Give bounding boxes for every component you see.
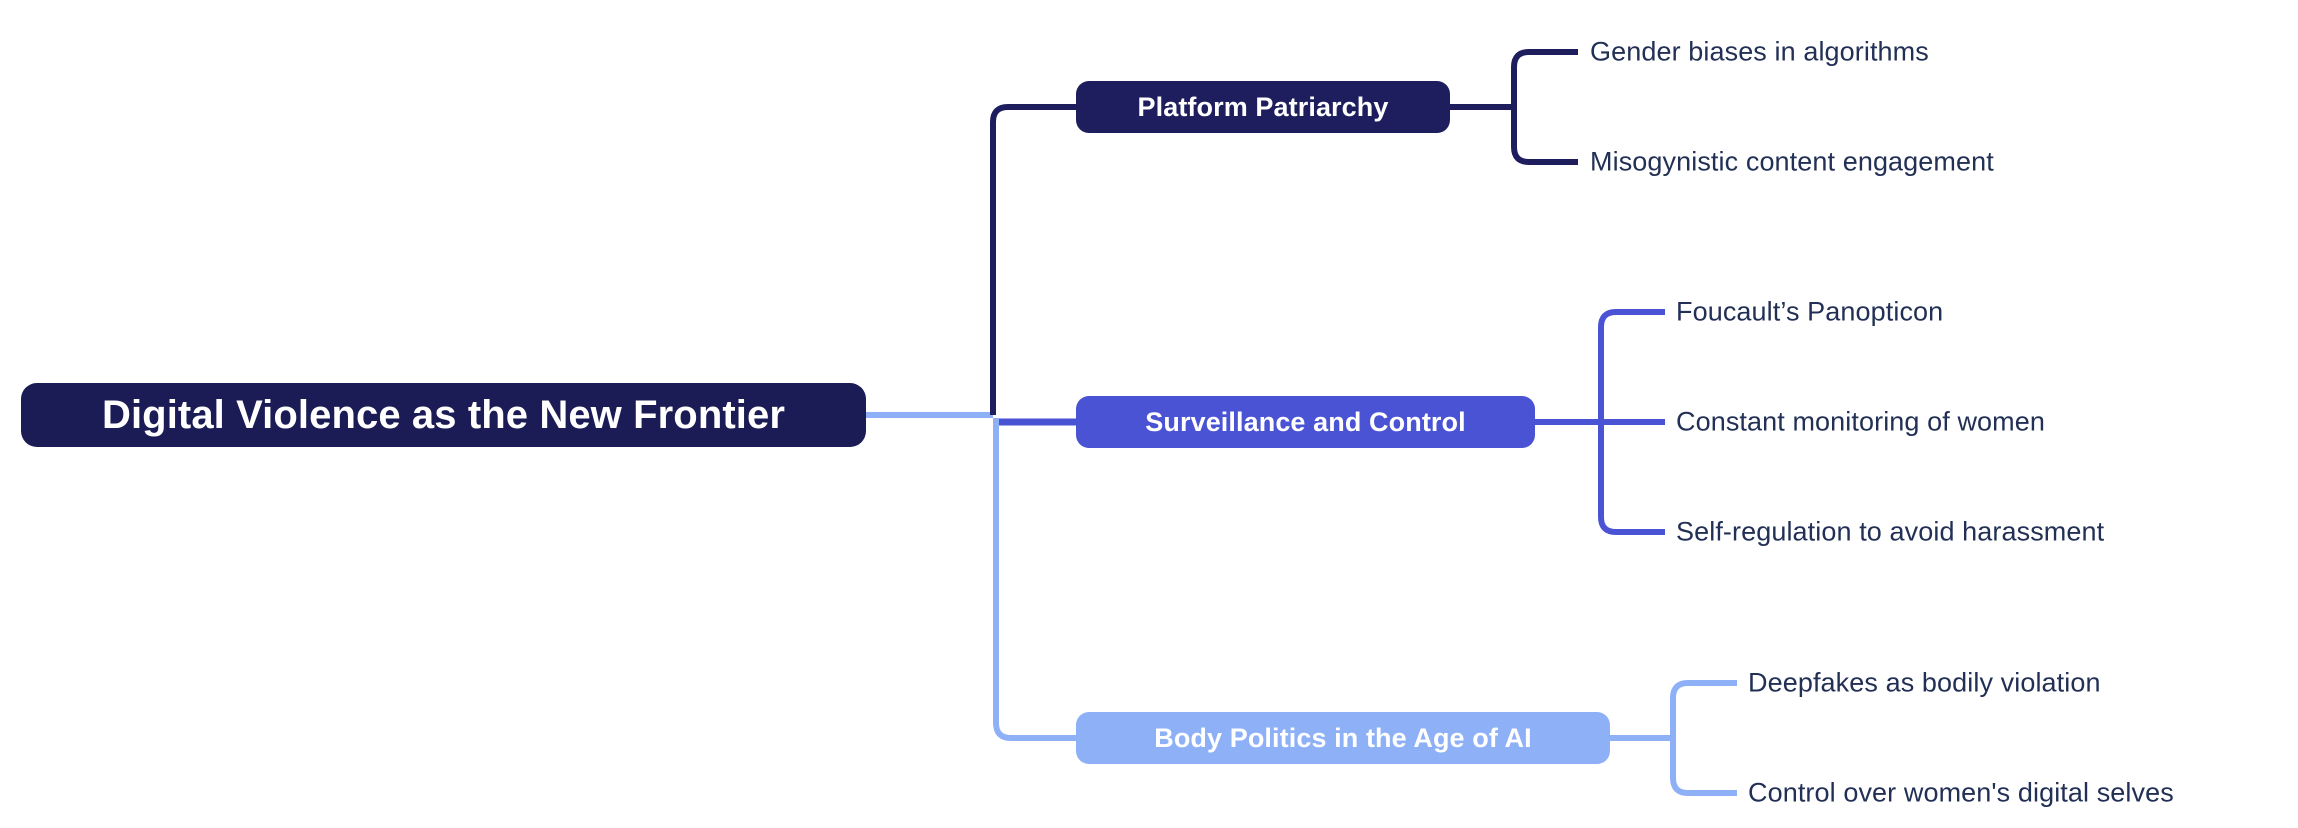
leaf-label[interactable]: Constant monitoring of women [1676,406,2045,437]
leaf-label[interactable]: Deepfakes as bodily violation [1748,667,2101,698]
root-node-label: Digital Violence as the New Frontier [101,392,786,437]
root-node[interactable]: Digital Violence as the New Frontier [21,383,866,447]
connector-trunk-branch-1 [990,104,1076,415]
bracket-branch-2 [1598,309,1665,535]
branch-node-label: Surveillance and Control [1145,406,1466,437]
leaf-label[interactable]: Self-regulation to avoid harassment [1676,516,2105,547]
leaf-label[interactable]: Foucault’s Panopticon [1676,296,1944,327]
branch-node-label: Platform Patriarchy [1137,91,1389,122]
branch-node-body-politics[interactable]: Body Politics in the Age of AI [1076,712,1610,764]
branch-node-platform-patriarchy[interactable]: Platform Patriarchy [1076,81,1450,133]
branch-node-label: Body Politics in the Age of AI [1154,722,1532,753]
leaf-label[interactable]: Misogynistic content engagement [1590,146,1994,177]
leaf-label[interactable]: Gender biases in algorithms [1590,36,1929,67]
connector-trunk-branch-3 [993,418,1076,741]
bracket-branch-3 [1670,680,1737,796]
bracket-branch-1 [1511,49,1578,165]
branch-node-surveillance-and-control[interactable]: Surveillance and Control [1076,396,1535,448]
leaf-label[interactable]: Control over women's digital selves [1748,777,2174,808]
